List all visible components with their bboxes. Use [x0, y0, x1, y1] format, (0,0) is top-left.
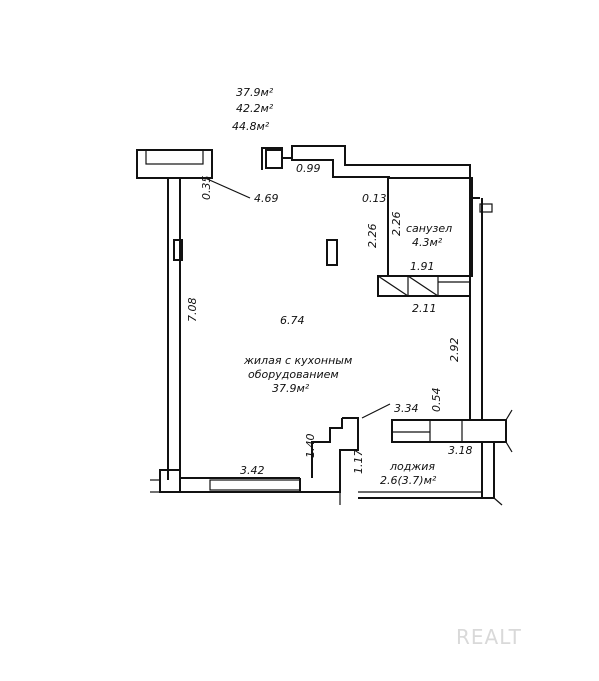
dim-2-92: 2.92 [448, 338, 461, 363]
window-top-left-inner [145, 149, 204, 165]
dim-6-74: 6.74 [280, 314, 305, 327]
left-wall-window [173, 239, 183, 261]
vent-right [479, 203, 493, 213]
riser-top [265, 149, 283, 169]
corner-bottom-left [159, 469, 181, 493]
area-total-living: 42.2м² [236, 102, 274, 115]
bottom-window [209, 479, 301, 491]
area-total: 44.8м² [232, 120, 270, 133]
dim-1-91: 1.91 [410, 260, 435, 273]
bathroom-area: 4.3м² [412, 236, 443, 249]
loggia-name: лоджия [389, 460, 435, 473]
loggia-area: 2.6(3.7)м² [380, 474, 437, 487]
bathroom-block [377, 177, 473, 297]
dim-0-35: 0.35 [200, 176, 213, 201]
dim-2-11: 2.11 [412, 302, 437, 315]
area-living: 37.9м² [236, 86, 274, 99]
loggia-door-wall [391, 419, 507, 443]
watermark: REALT [456, 625, 522, 649]
bathroom-name: санузел [406, 222, 452, 235]
outer-walls [136, 145, 493, 505]
dim-0-13: 0.13 [362, 192, 387, 205]
dim-7-08: 7.08 [186, 298, 199, 323]
dim-2-26-outer: 2.26 [366, 224, 379, 249]
living-name-line1: жилая с кухонным [243, 354, 352, 367]
loggia-block [358, 405, 513, 506]
dim-3-18: 3.18 [448, 444, 473, 457]
dim-3-34: 3.34 [394, 402, 419, 415]
dim-1-40: 1.40 [304, 434, 317, 459]
bathroom-bottom-wall [377, 275, 471, 297]
dim-0-99: 0.99 [296, 162, 321, 175]
living-area: 37.9м² [272, 382, 310, 395]
dim-0-54: 0.54 [430, 388, 443, 413]
dim-1-17: 1.17 [352, 450, 365, 475]
living-name-line2: оборудованием [248, 368, 339, 381]
column [326, 239, 338, 266]
dim-2-26-inner: 2.26 [390, 212, 403, 237]
dim-3-42: 3.42 [240, 464, 265, 477]
dim-4-69: 4.69 [254, 192, 279, 205]
